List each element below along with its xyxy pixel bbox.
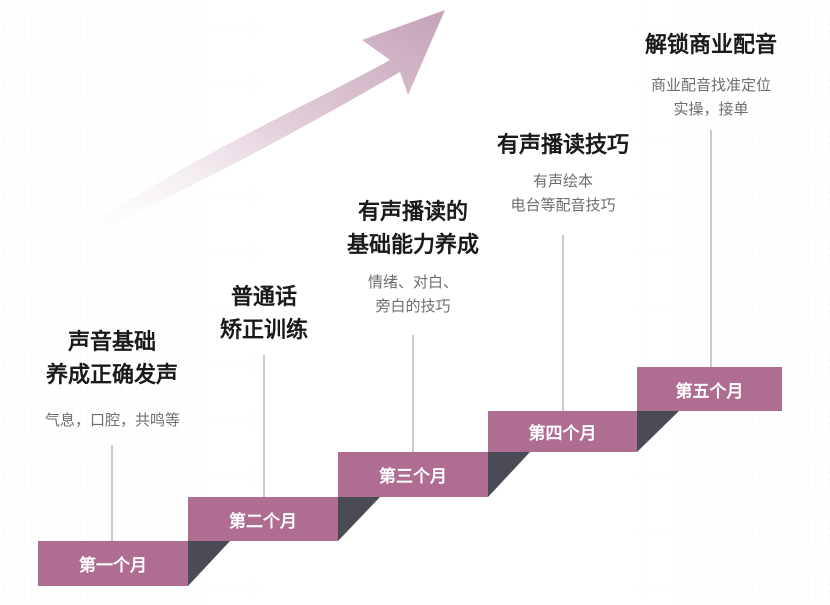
step-title-3-line-2: 基础能力养成 [346, 233, 479, 258]
step-title-2: 普通话 矫正训练 [164, 281, 364, 347]
step-detail-5-line-2: 实操，接单 [673, 100, 749, 118]
step-month-label-1: 第一个月 [79, 556, 147, 576]
step-detail-4: 有声绘本 电台等配音技巧 [463, 169, 663, 217]
step-detail-3-line-1: 情绪、对白、 [367, 273, 458, 291]
step-block-2 [188, 497, 338, 541]
step-block-5 [637, 367, 782, 411]
step-month-label-3: 第三个月 [379, 467, 447, 487]
step-detail-3: 情绪、对白、 旁白的技巧 [313, 270, 513, 318]
step-title-1: 声音基础 养成正确发声 [12, 326, 212, 392]
step-riser-2 [338, 497, 380, 541]
step-title-5: 解锁商业配音 [611, 29, 811, 62]
step-riser-4 [637, 411, 679, 452]
step-title-2-line-2: 矫正训练 [219, 318, 308, 343]
step-title-4: 有声播读技巧 [463, 129, 663, 162]
step-detail-4-line-2: 电台等配音技巧 [510, 196, 616, 214]
step-detail-1-line-1: 气息，口腔，共鸣等 [44, 411, 180, 429]
step-title-2-line-1: 普通话 [230, 285, 297, 310]
step-month-label-2: 第二个月 [229, 512, 297, 532]
step-riser-3 [488, 452, 530, 497]
step-month-label-5: 第五个月 [675, 382, 744, 402]
step-detail-4-line-1: 有声绘本 [532, 172, 593, 190]
step-month-label-4: 第四个月 [528, 424, 597, 444]
step-title-3-line-1: 有声播读的 [357, 200, 468, 225]
step-detail-5-line-1: 商业配音找准定位 [650, 76, 771, 94]
step-block-1 [38, 541, 188, 586]
step-title-1-line-1: 声音基础 [67, 330, 156, 355]
step-title-1-line-2: 养成正确发声 [45, 363, 178, 388]
step-detail-5: 商业配音找准定位 实操，接单 [611, 73, 811, 121]
step-riser-1 [188, 541, 230, 586]
step-block-3 [338, 452, 488, 497]
step-title-4-line-1: 有声播读技巧 [496, 133, 629, 158]
step-title-5-line-1: 解锁商业配音 [644, 33, 777, 58]
step-title-3: 有声播读的 基础能力养成 [313, 196, 513, 262]
growth-arrow [55, 10, 445, 250]
step-detail-1: 气息，口腔，共鸣等 [0, 408, 225, 432]
step-detail-3-line-2: 旁白的技巧 [375, 297, 451, 315]
step-block-4 [488, 411, 637, 452]
